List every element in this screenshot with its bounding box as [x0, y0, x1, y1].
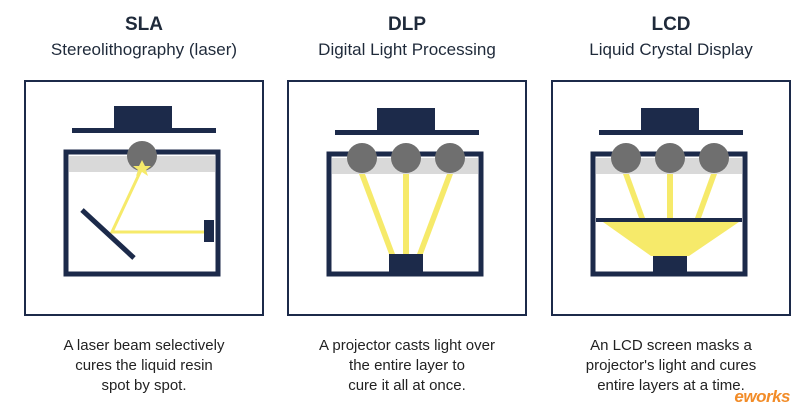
build-plate — [641, 108, 699, 130]
build-plate — [114, 106, 172, 128]
watermark-logo: eworks — [734, 387, 790, 406]
diagram-dlp — [287, 80, 527, 316]
lcd-illustration — [590, 108, 748, 277]
light-beam — [359, 174, 395, 254]
laser-emitter — [204, 220, 214, 242]
header-lcd: LCD Liquid Crystal Display — [551, 0, 791, 80]
header-sla: SLA Stereolithography (laser) — [24, 0, 264, 80]
light-beam — [667, 174, 673, 218]
title-sla: SLA — [125, 14, 163, 35]
column-lcd: LCD Liquid Crystal Display An LCD screen… — [551, 0, 791, 394]
caption-line: cure it all at once. — [348, 377, 466, 394]
resin-vat — [326, 151, 484, 277]
subtitle-lcd: Liquid Crystal Display — [589, 40, 753, 59]
light-beam — [623, 174, 645, 218]
subtitle-dlp: Digital Light Processing — [318, 40, 496, 59]
laser-beam — [109, 167, 206, 234]
sla-illustration — [63, 106, 221, 277]
mirror — [80, 208, 136, 260]
print-head — [611, 143, 641, 173]
lcd-screen — [596, 218, 742, 222]
caption-line: A laser beam selectively — [63, 337, 225, 354]
resin-vat — [590, 151, 748, 277]
cure-spark-icon — [133, 160, 151, 176]
caption-dlp: A projector casts light over the entire … — [277, 336, 537, 396]
print-head — [655, 143, 685, 173]
print-head — [435, 143, 465, 173]
light-source — [653, 256, 687, 274]
caption-line: A projector casts light over — [319, 337, 495, 354]
print-head — [391, 143, 421, 173]
caption-line: cures the liquid resin — [75, 357, 213, 374]
print-head — [127, 141, 157, 171]
caption-line: the entire layer to — [349, 357, 465, 374]
build-arm — [72, 128, 216, 133]
title-dlp: DLP — [388, 14, 426, 35]
caption-line: projector's light and cures — [585, 357, 757, 374]
subtitle-sla: Stereolithography (laser) — [50, 40, 238, 59]
column-sla: SLA Stereolithography (laser) A laser be… — [24, 0, 264, 394]
header-dlp: DLP Digital Light Processing — [287, 0, 527, 80]
caption-line: An LCD screen masks a — [590, 337, 752, 354]
title-lcd: LCD — [651, 14, 691, 35]
resin-vat — [63, 149, 221, 277]
projector — [389, 254, 423, 274]
dlp-illustration — [326, 108, 484, 277]
build-arm — [335, 130, 479, 135]
print-head — [699, 143, 729, 173]
light-beam — [403, 174, 409, 254]
caption-line: spot by spot. — [101, 377, 187, 394]
print-head — [347, 143, 377, 173]
light-beam — [417, 174, 453, 254]
build-arm — [599, 130, 743, 135]
caption-lcd: An LCD screen masks a projector's light … — [541, 336, 800, 396]
light-beam — [695, 174, 717, 218]
diagram-lcd — [551, 80, 791, 316]
caption-line: entire layers at a time. — [597, 377, 745, 394]
build-plate — [377, 108, 435, 130]
column-dlp: DLP Digital Light Processing A projector… — [287, 0, 527, 394]
light-cone — [603, 222, 739, 256]
diagram-sla — [24, 80, 264, 316]
caption-sla: A laser beam selectively cures the liqui… — [14, 336, 274, 396]
